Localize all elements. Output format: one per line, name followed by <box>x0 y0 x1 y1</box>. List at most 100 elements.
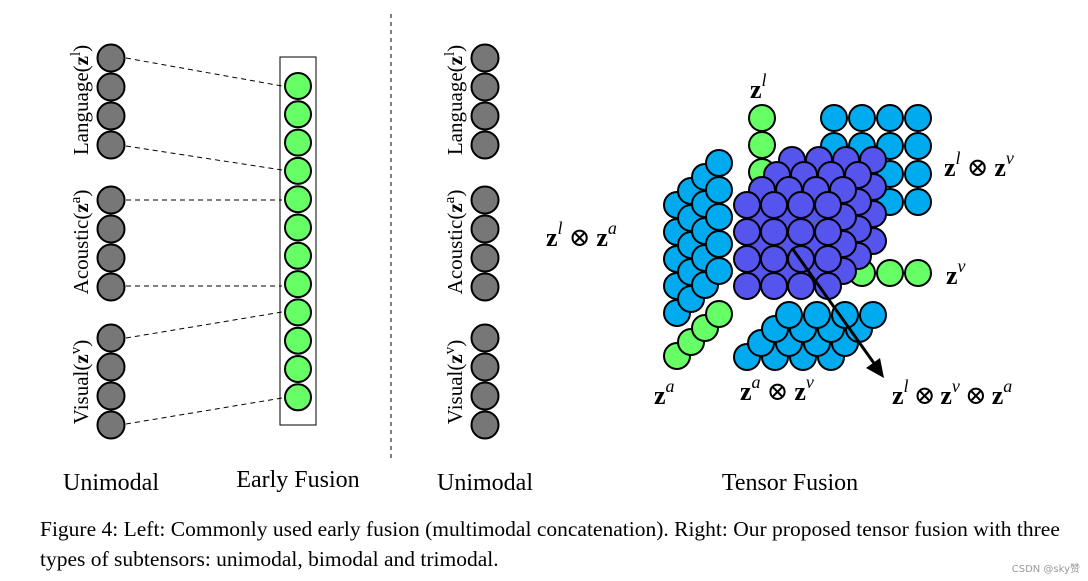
trimodal-circle <box>733 218 761 246</box>
trimodal-circle <box>733 245 761 273</box>
left-unimodal-circle <box>96 72 126 102</box>
z-l-a-circle <box>705 257 733 285</box>
left-panel: Language(zl) Acoustic(za) Visual(zv) Uni… <box>63 43 360 496</box>
trimodal-circle <box>760 191 788 219</box>
left-unimodal-circle <box>96 214 126 244</box>
label-z-l-a: zl⊗za <box>546 218 617 252</box>
trimodal-circle <box>814 191 842 219</box>
z-l-v-circle <box>876 104 904 132</box>
label-z-l-v: zl⊗zv <box>944 148 1014 182</box>
early-fusion-circle <box>284 100 312 129</box>
left-visual-label: Visual(zv) <box>68 340 93 424</box>
left-unimodal-vectors <box>96 43 126 440</box>
left-unimodal-circle <box>96 185 126 215</box>
right-language-label: Language(zl) <box>442 45 467 155</box>
early-fusion-circle <box>284 270 312 299</box>
trimodal-circle <box>787 191 815 219</box>
label-z-l: zl <box>750 70 767 104</box>
z-a-v-circle <box>803 301 831 329</box>
fusion-figure: Language(zl) Acoustic(za) Visual(zv) Uni… <box>63 14 1014 496</box>
z-l-v-circle <box>820 104 848 132</box>
trimodal-circle <box>814 245 842 273</box>
z-a-v-circle <box>775 301 803 329</box>
early-fusion-circle <box>284 72 312 100</box>
tensor-fusion-label: Tensor Fusion <box>722 470 858 496</box>
early-fusion-label: Early Fusion <box>236 467 359 493</box>
left-unimodal-circle <box>96 381 126 411</box>
left-unimodal-circle <box>96 43 126 73</box>
early-fusion-circle <box>284 383 312 412</box>
left-unimodal-circle <box>96 352 126 382</box>
left-unimodal-circle <box>96 101 126 131</box>
z-l-v-circle <box>904 104 932 132</box>
right-panel: Language(zl) Acoustic(za) Visual(zv) Uni… <box>437 43 1014 496</box>
right-unimodal-circle <box>470 243 500 273</box>
left-unimodal-circle <box>96 130 126 160</box>
right-unimodal-circle <box>470 410 500 440</box>
trimodal-circle <box>787 272 815 300</box>
label-z-a: za <box>654 376 675 410</box>
right-visual-label: Visual(zv) <box>442 340 467 424</box>
trimodal-circle <box>760 218 788 246</box>
right-unimodal-circle <box>470 130 500 160</box>
right-unimodal-circle <box>470 185 500 215</box>
left-language-label: Language(zl) <box>68 45 93 155</box>
trimodal-circle <box>760 272 788 300</box>
right-unimodal-circle <box>470 101 500 131</box>
z-l-circle <box>748 131 776 159</box>
right-acoustic-label: Acoustic(za) <box>442 190 467 295</box>
trimodal-circle <box>787 218 815 246</box>
z-l-a-circle <box>705 149 733 177</box>
z-l-v-circle <box>904 188 932 216</box>
early-fusion-box <box>279 56 317 426</box>
z-v-circle <box>904 259 932 287</box>
early-fusion-circle <box>284 156 312 185</box>
early-fusion-circle <box>284 298 312 327</box>
early-fusion-circle <box>284 326 312 355</box>
early-fusion-circle <box>284 355 312 383</box>
z-l-a-circle <box>705 203 733 231</box>
early-fusion-circle <box>284 185 312 214</box>
left-acoustic-label: Acoustic(za) <box>68 190 93 295</box>
z-v-circle <box>876 259 904 287</box>
right-unimodal-circle <box>470 352 500 382</box>
trimodal-circle <box>733 191 761 219</box>
trimodal-circle <box>814 218 842 246</box>
right-unimodal-circle <box>470 323 500 353</box>
label-z-a-v: za⊗zv <box>740 372 814 406</box>
z-l-a-circle <box>705 176 733 204</box>
z-l-v-circle <box>904 132 932 160</box>
right-unimodal-circle <box>470 43 500 73</box>
right-unimodal-label: Unimodal <box>437 470 533 496</box>
left-unimodal-label: Unimodal <box>63 470 159 496</box>
right-unimodal-vectors <box>470 43 500 440</box>
z-l-v-circle <box>848 104 876 132</box>
early-fusion-circle <box>284 241 312 270</box>
trimodal-arrow <box>790 247 884 378</box>
dashed-connectors <box>125 57 283 425</box>
right-unimodal-circle <box>470 72 500 102</box>
tensor-fusion-cube <box>663 104 932 371</box>
z-a-v-circle <box>831 301 859 329</box>
trimodal-circle <box>733 272 761 300</box>
figure-caption: Figure 4: Left: Commonly used early fusi… <box>40 517 1060 571</box>
left-unimodal-circle <box>96 272 126 302</box>
right-unimodal-circle <box>470 214 500 244</box>
z-a-v-circle <box>859 301 887 329</box>
early-fusion-circle <box>284 213 312 242</box>
right-unimodal-circle <box>470 272 500 302</box>
early-fusion-circle <box>284 128 312 157</box>
z-l-a-circle <box>705 230 733 258</box>
label-z-v: zv <box>946 256 966 290</box>
z-a-circle <box>705 300 733 328</box>
watermark: CSDN @sky赞 <box>1011 564 1080 575</box>
label-z-l-v-a: zl⊗zv⊗za <box>892 376 1012 410</box>
z-l-circle <box>748 104 776 132</box>
left-unimodal-circle <box>96 410 126 440</box>
right-unimodal-circle <box>470 381 500 411</box>
early-fusion-vector <box>284 72 312 412</box>
trimodal-circle <box>760 245 788 273</box>
left-unimodal-circle <box>96 323 126 353</box>
left-unimodal-circle <box>96 243 126 273</box>
z-l-v-circle <box>904 160 932 188</box>
